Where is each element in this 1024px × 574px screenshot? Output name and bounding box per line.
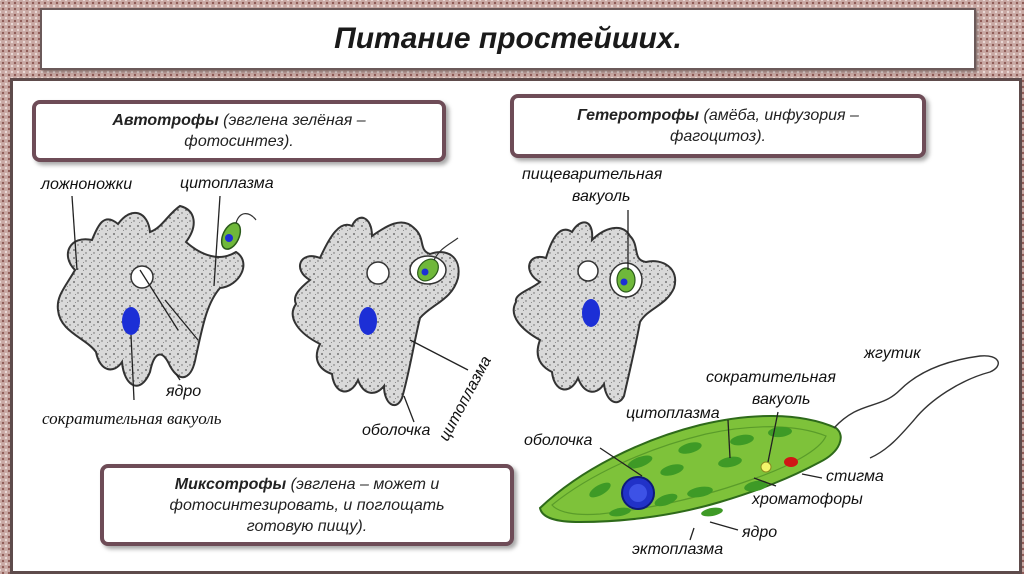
mixotrophs-line2: фотосинтезировать, и поглощать [169,496,445,514]
amoeba-1 [56,204,245,387]
heterotrophs-term: Гетеротрофы [577,107,700,124]
title-bar: Питание простейших. [40,8,976,70]
stigma-spot [784,457,798,467]
autotrophs-term: Автотрофы [112,112,219,129]
mixotrophs-box: Миксотрофы (эвглена – может и фотосинтез… [100,464,514,546]
amoeba-2 [291,216,460,407]
euglena-vacuole [760,461,772,473]
flagellum [833,355,999,459]
label-chromatophores: хроматофоры [752,491,863,508]
label-pseudopods: ложноножки [41,176,133,193]
label-flagellum: жгутик [864,345,921,362]
euglena-prey-1 [220,213,257,250]
label-cytoplasm-1: цитоплазма [180,175,274,192]
heterotrophs-line2: фагоцитоз). [670,128,766,145]
amoeba-3 [512,221,677,404]
label-cytoplasm-2: цитоплазма [626,405,720,422]
label-digestive-vacuole-2: вакуоль [572,188,631,205]
label-digestive-vacuole-1: пищеварительная [522,166,663,183]
autotrophs-line2: фотосинтез). [184,133,294,150]
label-ectoplasm: эктоплазма [632,541,724,558]
mixotrophs-term: Миксотрофы [174,475,287,493]
mixotrophs-line3: готовую пищу). [246,517,368,535]
label-membrane-1: оболочка [362,422,431,439]
label-nucleus-1: ядро [166,383,202,400]
label-nucleus-2: ядро [742,524,778,541]
nucleus [122,307,140,335]
label-contractile-vacuole-1: сократительная вакуоль [42,409,222,428]
label-contractile-vacuole-2a: сократительная [706,369,836,386]
label-stigma: стигма [826,468,884,485]
autotrophs-desc: (эвглена зелёная – [218,112,366,129]
autotrophs-box: Автотрофы (эвглена зелёная – фотосинтез)… [32,100,446,162]
heterotrophs-box: Гетеротрофы (амёба, инфузория – фагоцито… [510,94,926,158]
heterotrophs-desc: (амёба, инфузория – [699,107,859,124]
page-title: Питание простейших. [334,22,682,55]
euglena-large [538,355,999,524]
label-contractile-vacuole-2b: вакуоль [752,391,811,408]
chromatophores-group [589,426,792,517]
leader-lines [71,195,823,541]
mixotrophs-desc: (эвглена – может и [286,475,440,493]
label-membrane-2: оболочка [524,432,593,449]
